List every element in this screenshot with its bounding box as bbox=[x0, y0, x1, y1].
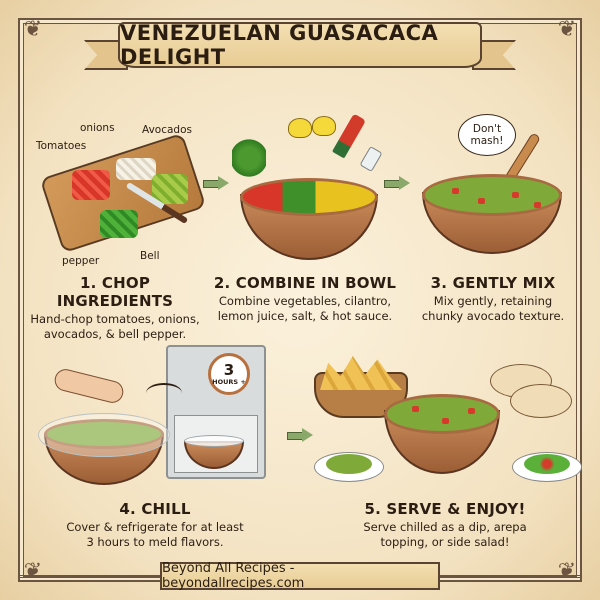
combine-bowl-illustration bbox=[232, 108, 383, 268]
step-5-description: Serve chilled as a dip, arepa topping, o… bbox=[363, 520, 527, 549]
clock-number: 3 bbox=[223, 360, 235, 379]
chopped-onions bbox=[116, 158, 156, 180]
tomato-piece bbox=[534, 202, 541, 208]
step-2: 2. COMBINE IN BOWL Combine vegetables, c… bbox=[210, 274, 400, 324]
label-tomatoes: Tomatoes bbox=[36, 140, 87, 152]
cilantro-bunch bbox=[232, 138, 266, 178]
plastic-wrap-cover bbox=[38, 413, 170, 457]
step-1: 1. CHOP INGREDIENTS Hand-chop tomatoes, … bbox=[20, 274, 210, 342]
arepa bbox=[510, 384, 572, 418]
clock-label: HOURS + bbox=[212, 377, 246, 386]
salt-shaker bbox=[359, 145, 383, 173]
footer-divider bbox=[20, 575, 160, 578]
step-3-description: Mix gently, retaining chunky avocado tex… bbox=[421, 294, 565, 323]
hot-sauce-bottle bbox=[331, 113, 367, 159]
curved-arrow-icon bbox=[146, 383, 182, 403]
page-title: VENEZUELAN GUASACACA DELIGHT bbox=[120, 21, 439, 69]
tomato-piece bbox=[452, 188, 459, 194]
footer-credit: Beyond All Recipes - beyondallrecipes.co… bbox=[162, 561, 305, 591]
step-3-title: 3. GENTLY MIX bbox=[430, 274, 556, 292]
plastic-wrap bbox=[184, 435, 244, 447]
hand bbox=[52, 366, 126, 406]
step-4-title: 4. CHILL bbox=[119, 500, 191, 518]
clock-icon: 3 HOURS + bbox=[208, 353, 250, 395]
label-bell: Bell bbox=[140, 250, 160, 262]
tomato-piece bbox=[442, 418, 449, 424]
lemon-half bbox=[312, 116, 336, 136]
chopping-board-illustration bbox=[30, 130, 210, 260]
corner-flourish-icon: ❦ bbox=[557, 558, 577, 583]
title-banner: VENEZUELAN GUASACACA DELIGHT bbox=[118, 21, 482, 69]
tomato-piece bbox=[478, 198, 485, 204]
arrow-right-icon bbox=[287, 428, 313, 442]
arrow-right-icon bbox=[384, 176, 410, 190]
tomato-piece bbox=[512, 192, 519, 198]
step-2-description: Combine vegetables, cilantro, lemon juic… bbox=[217, 294, 393, 323]
chill-illustration: 3 HOURS + bbox=[34, 345, 284, 485]
chopped-bell-pepper bbox=[100, 210, 138, 238]
step-3: 3. GENTLY MIX Mix gently, retaining chun… bbox=[400, 274, 586, 324]
bubble-text-line1: Don't bbox=[472, 123, 502, 135]
step-4: 4. CHILL Cover & refrigerate for at leas… bbox=[40, 500, 270, 550]
guacasaca-mixture bbox=[422, 174, 562, 216]
label-avocados: Avocados bbox=[142, 124, 192, 136]
corner-flourish-icon: ❦ bbox=[23, 16, 43, 41]
tomato-piece bbox=[468, 408, 475, 414]
arrow-right-icon bbox=[203, 176, 229, 190]
label-onions: onions bbox=[80, 122, 115, 134]
serve-illustration bbox=[312, 356, 582, 490]
step-4-description: Cover & refrigerate for at least 3 hours… bbox=[66, 520, 244, 549]
step-5-title: 5. SERVE & ENJOY! bbox=[364, 500, 526, 518]
arepa-with-guacasaca bbox=[326, 454, 372, 474]
tomato-piece bbox=[412, 406, 419, 412]
step-5: 5. SERVE & ENJOY! Serve chilled as a dip… bbox=[330, 500, 560, 550]
guacasaca-dip bbox=[384, 394, 500, 434]
step-1-description: Hand-chop tomatoes, onions, avocados, & … bbox=[30, 312, 200, 341]
footer-divider bbox=[440, 575, 580, 578]
corner-flourish-icon: ❦ bbox=[23, 558, 43, 583]
bubble-text-line2: mash! bbox=[470, 135, 504, 147]
label-pepper: pepper bbox=[62, 255, 100, 267]
chopped-tomatoes bbox=[72, 170, 110, 200]
chopped-avocados bbox=[152, 174, 188, 204]
lemon-half bbox=[288, 118, 312, 138]
step-1-title: 1. CHOP INGREDIENTS bbox=[56, 274, 174, 310]
corner-flourish-icon: ❦ bbox=[557, 16, 577, 41]
step-2-title: 2. COMBINE IN BOWL bbox=[213, 274, 397, 292]
bowl-ingredients bbox=[240, 178, 378, 216]
side-salad bbox=[524, 454, 570, 474]
footer-banner: Beyond All Recipes - beyondallrecipes.co… bbox=[160, 561, 440, 591]
